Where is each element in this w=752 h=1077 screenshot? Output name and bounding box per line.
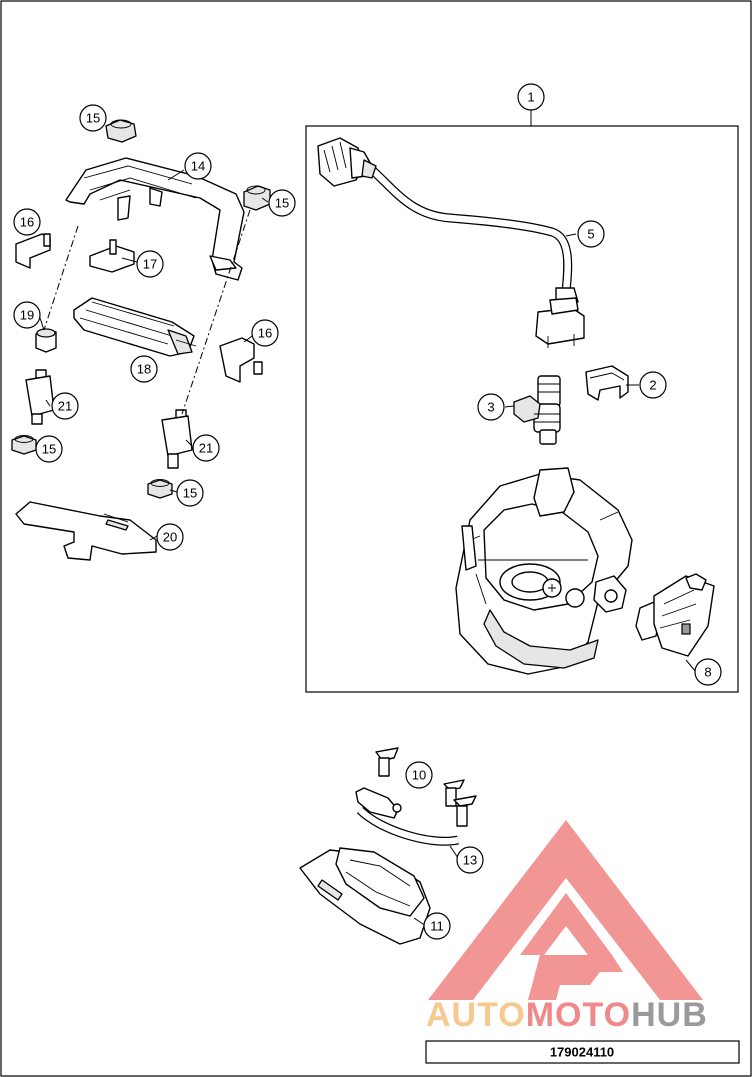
callout-2: 2 — [639, 371, 667, 399]
callout-3-label: 3 — [487, 400, 494, 415]
callout-15-upper-right: 15 — [268, 189, 296, 217]
leader-21a — [45, 399, 51, 407]
clip-2 — [585, 365, 629, 401]
diagram-code-box — [425, 1040, 740, 1064]
injector-3 — [513, 375, 561, 445]
watermark-moto: MOTO — [526, 996, 631, 1034]
callout-17-label: 17 — [143, 257, 157, 272]
callout-21-right-label: 21 — [199, 441, 213, 456]
callout-10-label: 10 — [412, 768, 426, 783]
callout-19-label: 19 — [20, 308, 34, 323]
callout-5: 5 — [577, 220, 605, 248]
nut-15-upper-right — [243, 185, 271, 211]
callout-1: 1 — [517, 83, 545, 111]
watermark-text: AUTOMOTOHUB — [426, 996, 708, 1034]
callout-15-top-label: 15 — [86, 111, 100, 126]
callout-10: 10 — [405, 761, 433, 789]
callout-13: 13 — [456, 846, 484, 874]
callout-15-left: 15 — [35, 435, 63, 463]
leader-15b — [261, 197, 269, 203]
callout-21-left-label: 21 — [58, 399, 72, 414]
callout-15-lower-label: 15 — [183, 486, 197, 501]
callout-15-left-label: 15 — [42, 442, 56, 457]
bracket-16-left — [15, 233, 51, 269]
callout-11: 11 — [423, 912, 451, 940]
leader-21b — [185, 439, 193, 447]
bracket-14 — [65, 157, 245, 281]
callout-14: 14 — [184, 152, 212, 180]
screw-10-c — [453, 795, 477, 827]
watermark-auto: AUTO — [426, 996, 526, 1034]
callout-11-label: 11 — [430, 919, 444, 934]
callout-8: 8 — [694, 658, 722, 686]
leader-8 — [685, 659, 697, 673]
screw-10-a — [375, 747, 399, 777]
callout-16-right: 16 — [251, 319, 279, 347]
callout-3: 3 — [477, 393, 505, 421]
damper-21-left — [25, 369, 55, 425]
leader-17 — [121, 257, 138, 263]
callout-15-top: 15 — [79, 104, 107, 132]
leader-19 — [39, 317, 45, 331]
callout-20-label: 20 — [163, 530, 177, 545]
callout-20: 20 — [156, 523, 184, 551]
leader-5 — [565, 233, 577, 237]
callout-15-lower: 15 — [176, 479, 204, 507]
callout-1-label: 1 — [527, 90, 534, 105]
callout-21-left: 21 — [51, 392, 79, 420]
leader-13 — [449, 845, 459, 859]
leader-3 — [504, 405, 515, 408]
leader-14 — [167, 169, 185, 181]
callout-8-label: 8 — [704, 665, 711, 680]
callout-17: 17 — [136, 250, 164, 278]
damper-21-right — [161, 409, 193, 469]
nut-15-top — [105, 119, 137, 143]
bracket-16-right — [219, 337, 263, 383]
leader-20 — [149, 535, 158, 541]
sensor-8 — [635, 573, 715, 657]
axis-line-left — [43, 225, 79, 331]
leader-16b — [243, 335, 253, 343]
callout-2-label: 2 — [649, 378, 656, 393]
leader-15d — [169, 489, 178, 493]
throttle-body — [455, 467, 633, 675]
callout-16-left: 16 — [13, 208, 41, 236]
module-18 — [73, 297, 197, 357]
screw-10-b — [443, 779, 465, 807]
plate-20 — [15, 501, 157, 561]
callout-14-label: 14 — [191, 159, 205, 174]
callout-21-right: 21 — [192, 434, 220, 462]
nut-15-left — [11, 435, 37, 455]
nut-15-lower — [147, 479, 173, 499]
clamp-13 — [355, 787, 459, 846]
callout-18: 18 — [130, 355, 158, 383]
grommet-19 — [35, 328, 57, 353]
watermark-hub: HUB — [631, 996, 708, 1034]
diagram-code: 179024110 — [550, 1045, 614, 1060]
assembly-1-box — [305, 125, 739, 693]
plate-17 — [89, 239, 135, 273]
watermark-logo — [428, 820, 703, 1000]
fuel-hose-5 — [317, 137, 585, 348]
callout-18-label: 18 — [137, 362, 151, 377]
callout-16-left-label: 16 — [20, 215, 34, 230]
callout-13-label: 13 — [463, 853, 477, 868]
callout-5-label: 5 — [587, 227, 594, 242]
callout-16-right-label: 16 — [258, 326, 272, 341]
callout-15-upper-right-label: 15 — [275, 196, 289, 211]
adapter-11 — [299, 847, 431, 945]
axis-line-right — [181, 209, 251, 415]
callout-19: 19 — [13, 301, 41, 329]
